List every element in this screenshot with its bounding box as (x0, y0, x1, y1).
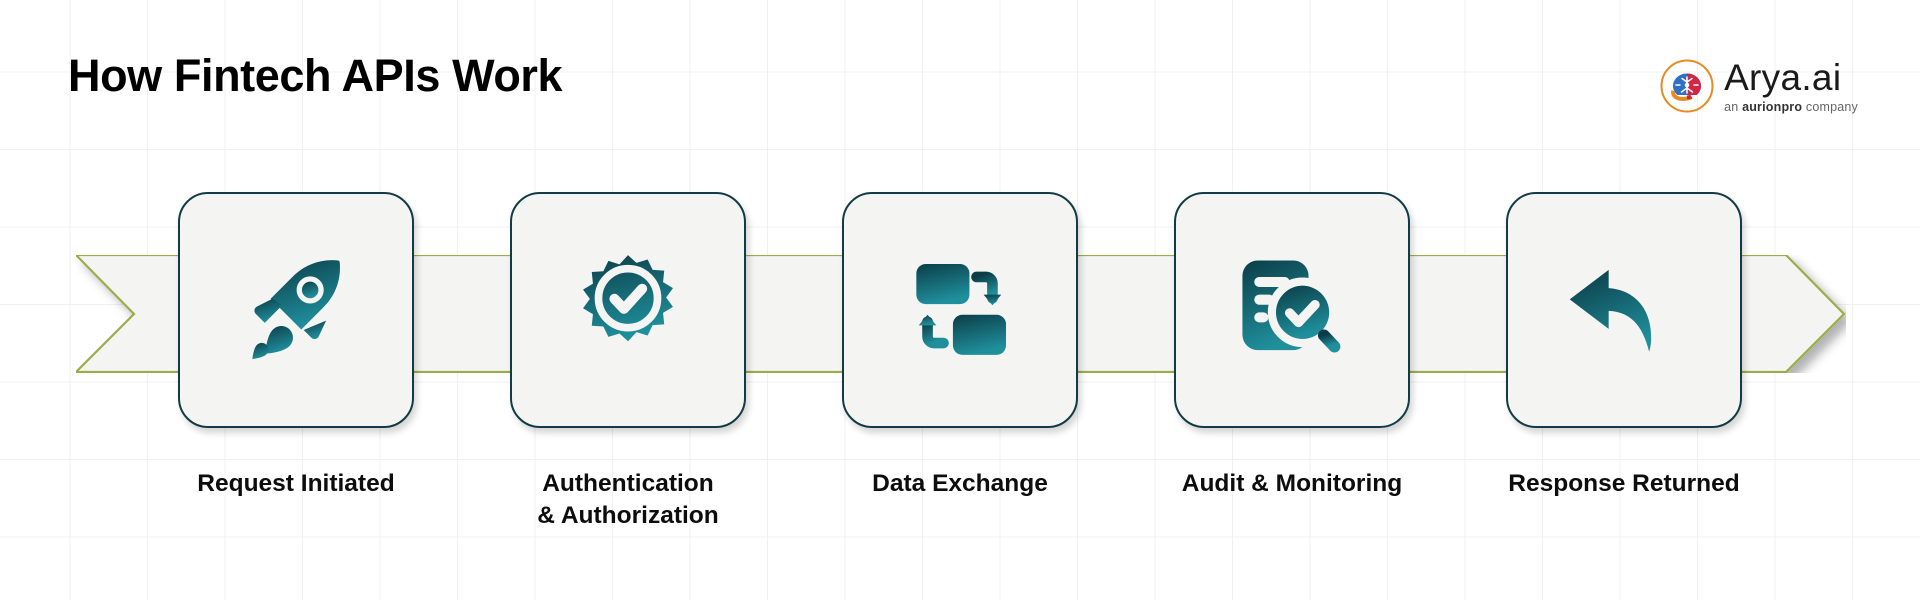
rocket-icon (252, 260, 340, 359)
verified-badge-icon (583, 255, 673, 342)
tagline-brand: aurionpro (1742, 100, 1803, 114)
step-card-4[interactable] (1174, 192, 1410, 428)
audit-search-icon (1242, 260, 1341, 353)
process-steps-row: Request Initiated Authentication & Autho… (0, 192, 1920, 531)
brand-tagline: an aurionpro company (1724, 100, 1858, 114)
step-label-5: Response Returned (1508, 470, 1740, 497)
step-authentication: Authentication & Authorization (510, 192, 746, 531)
arya-brain-logo-icon (1660, 59, 1714, 113)
data-exchange-icon (916, 263, 1007, 355)
tagline-prefix: an (1724, 100, 1743, 114)
step-card-3[interactable] (842, 192, 1078, 428)
step-card-2[interactable] (510, 192, 746, 428)
step-label-2: Authentication & Authorization (537, 470, 719, 529)
step-data-exchange: Data Exchange (842, 192, 1078, 531)
reply-arrow-icon (1569, 269, 1652, 352)
step-card-5[interactable] (1506, 192, 1742, 428)
step-request-initiated: Request Initiated (178, 192, 414, 531)
step-audit-monitoring: Audit & Monitoring (1174, 192, 1410, 531)
step-label-1: Request Initiated (197, 470, 395, 497)
step-label-4: Audit & Monitoring (1181, 470, 1403, 497)
brand-logo: Arya.ai an aurionpro company (1659, 58, 1858, 114)
step-response-returned: Response Returned (1506, 192, 1742, 531)
step-label-3: Data Exchange (872, 470, 1048, 497)
page-title: How Fintech APIs Work (68, 50, 563, 101)
tagline-suffix: company (1802, 100, 1858, 114)
step-card-1[interactable] (178, 192, 414, 428)
brand-wordmark: Arya.ai (1724, 57, 1842, 98)
